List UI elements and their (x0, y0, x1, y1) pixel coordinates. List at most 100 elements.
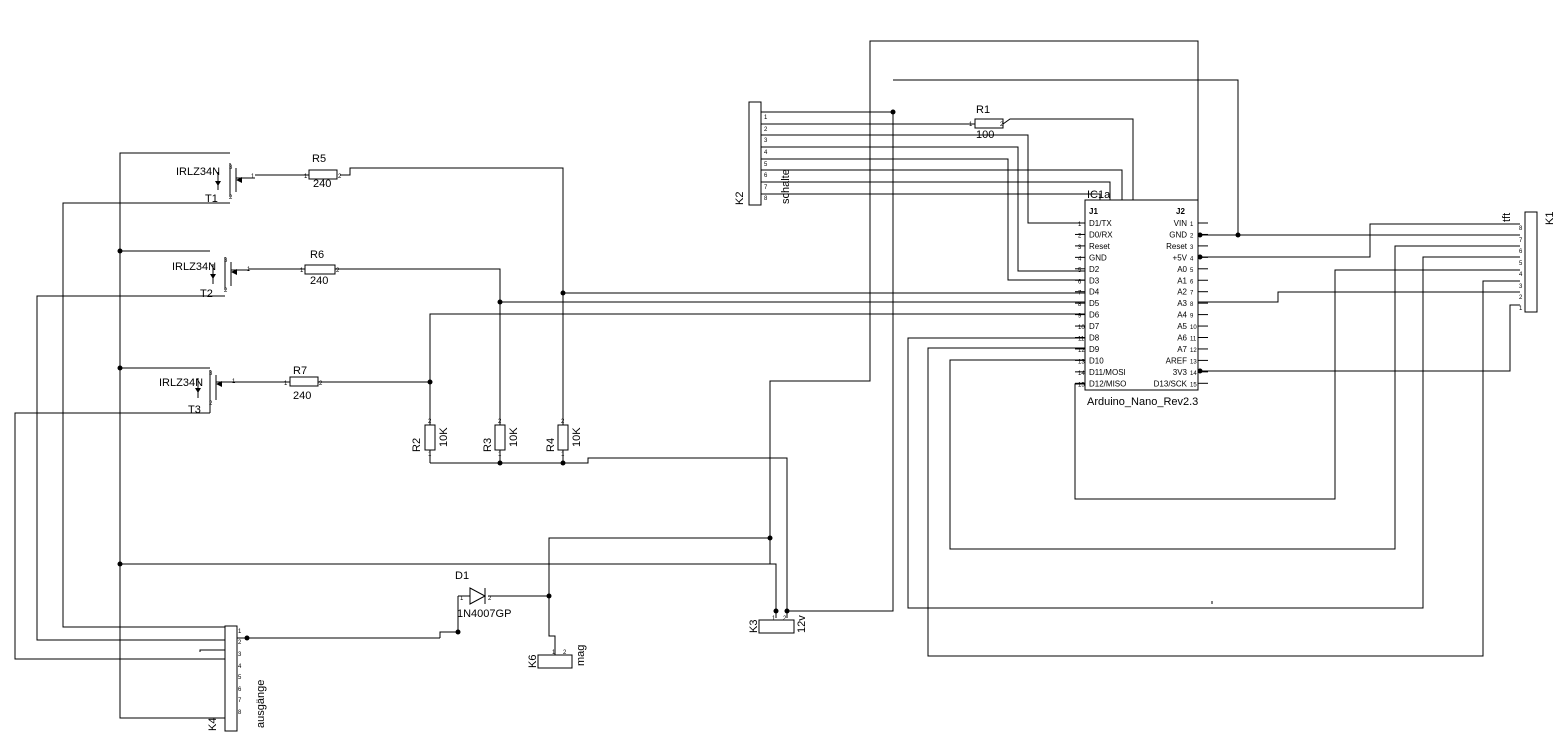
k4-ref-label: K4 (207, 718, 219, 731)
ic-j1-pin-number: 7 (1078, 291, 1082, 297)
pin-number: 1 (428, 452, 432, 458)
r3-ref-label: R3 (482, 438, 494, 452)
pin-number: 2 (1000, 122, 1004, 128)
pin-number: 1 (764, 115, 768, 121)
ic-j2-pin-number: 3 (1190, 245, 1194, 251)
arduino-nano-ic: IC1a J1 J2 Arduino_Nano_Rev2.3 D1/TX1D0/… (1075, 189, 1208, 408)
pin-number: 8 (238, 710, 242, 716)
pin-number: 2 (764, 127, 768, 133)
junction-dots (117, 109, 1241, 641)
pin-number: 1 (772, 616, 776, 622)
pin-number: 1 (251, 174, 255, 180)
k1-name-label: tft (1501, 213, 1513, 222)
ic-j2-pin-number: 2 (1190, 233, 1194, 239)
pin-number: 2 (209, 401, 213, 407)
ic-j1-pin-number: 3 (1078, 245, 1082, 251)
k3-name-label: 12v (796, 615, 808, 633)
r2-value-label: 10K (438, 427, 450, 447)
r2-ref-label: R2 (411, 438, 423, 452)
ic-j1-pin-number: 14 (1078, 371, 1085, 377)
ic-j1-pin-label: D8 (1089, 334, 1100, 343)
ic-j2-pin-label: A5 (1177, 322, 1187, 331)
ic-j2-pin-label: A3 (1177, 299, 1187, 308)
ic-j2-pin-label: GND (1169, 230, 1187, 239)
r4-ref-label: R4 (545, 438, 557, 452)
ic-j2-pin-number: 8 (1190, 302, 1194, 308)
ic-j1-label: J1 (1089, 207, 1098, 216)
ic-j2-pin-number: 13 (1190, 359, 1197, 365)
pin-number: 1 (552, 650, 556, 656)
pin-number: 1 (238, 629, 242, 635)
ic-j2-pin-number: 10 (1190, 325, 1197, 331)
ic-name-label: Arduino_Nano_Rev2.3 (1087, 396, 1198, 408)
pin-number: 7 (764, 185, 768, 191)
ic-j2-pin-label: A7 (1177, 345, 1187, 354)
pin-number: 3 (229, 165, 233, 171)
pin-number: 1 (284, 381, 288, 387)
ic-j2-pin-label: 3V3 (1173, 368, 1188, 377)
pin-number: 2 (238, 640, 242, 646)
ic-j1-pin-number: 9 (1078, 314, 1082, 320)
ic-j1-pin-label: D5 (1089, 299, 1100, 308)
k6-name-label: mag (575, 645, 587, 666)
ic-j1-pin-label: D4 (1089, 288, 1100, 297)
resistor-r6: R6 240 1 2 (300, 249, 340, 287)
ic-j1-pin-number: 11 (1078, 337, 1085, 343)
ic-j1-pin-number: 5 (1078, 268, 1082, 274)
d1-ref-label: D1 (455, 570, 469, 582)
pin-number: 1 (1519, 306, 1523, 312)
k4-name-label: ausgänge (255, 680, 267, 728)
r1-value-label: 100 (976, 129, 994, 141)
pin-number: 4 (764, 150, 768, 156)
t3-type-label: IRLZ34N (159, 377, 203, 389)
resistor-r4: R4 10K 2 1 (545, 419, 583, 458)
pin-number: 2 (336, 268, 340, 274)
pin-number: 2 (563, 650, 567, 656)
ic-j2-pin-label: VIN (1174, 219, 1188, 228)
pin-number: 5 (238, 675, 242, 681)
pin-number: 1 (300, 268, 304, 274)
pin-number: 1 (561, 452, 565, 458)
connector-k1: K1 tft 8 7 6 5 4 3 2 1 (1501, 211, 1556, 313)
t1-ref-label: T1 (205, 193, 218, 205)
pin-number: 8 (1519, 226, 1523, 232)
t2-ref-label: T2 (200, 288, 213, 300)
r5-value-label: 240 (313, 178, 331, 190)
pin-number: 7 (1519, 238, 1523, 244)
connector-k6: K6 mag 1 2 (527, 645, 587, 669)
ic-ref-label: IC1a (1087, 189, 1111, 201)
diode-d1: D1 1N4007GP 1 2 (455, 570, 511, 620)
ic-j2-pin-number: 9 (1190, 314, 1194, 320)
resistor-r3: R3 10K 2 1 (482, 419, 520, 458)
pin-number: 3 (238, 652, 242, 658)
pin-number: 1 (498, 452, 502, 458)
r4-value-label: 10K (571, 427, 583, 447)
k3-ref-label: K3 (748, 620, 760, 633)
pin-number: 2 (224, 288, 228, 294)
resistor-r1: R1 100 1 2 (969, 104, 1004, 141)
pin-number: 2 (488, 596, 492, 602)
pin-number: 1 (232, 379, 236, 385)
k2-name-label: schalte (780, 169, 792, 204)
pin-number: 3 (224, 258, 228, 264)
r7-ref-label: R7 (293, 365, 307, 377)
pin-number: 4 (238, 664, 242, 670)
ic-j1-pin-number: 10 (1078, 325, 1085, 331)
ic-j2-pin-label: AREF (1166, 356, 1187, 365)
mosfet-t2: IRLZ34N T2 3 1 2 (172, 257, 251, 300)
pin-number: 6 (1519, 249, 1523, 255)
ic-j1-pins: D1/TX1D0/RX2Reset3GND4D25D36D47D58D69D71… (1075, 219, 1126, 388)
pin-number: 1 (969, 122, 973, 128)
ic-j2-pin-number: 5 (1190, 268, 1194, 274)
ic-j2-pin-number: 1 (1190, 222, 1194, 228)
resistor-r5: R5 240 1 2 (300, 153, 342, 190)
ic-j2-pin-label: +5V (1173, 253, 1188, 262)
t1-type-label: IRLZ34N (176, 166, 220, 178)
ic-j1-pin-label: D7 (1089, 322, 1100, 331)
ic-j1-pin-number: 12 (1078, 348, 1085, 354)
ic-j1-pin-label: D11/MOSI (1089, 368, 1126, 377)
ic-j2-pin-number: 14 (1190, 371, 1197, 377)
t2-type-label: IRLZ34N (172, 261, 216, 273)
pin-number: 2 (498, 419, 502, 425)
